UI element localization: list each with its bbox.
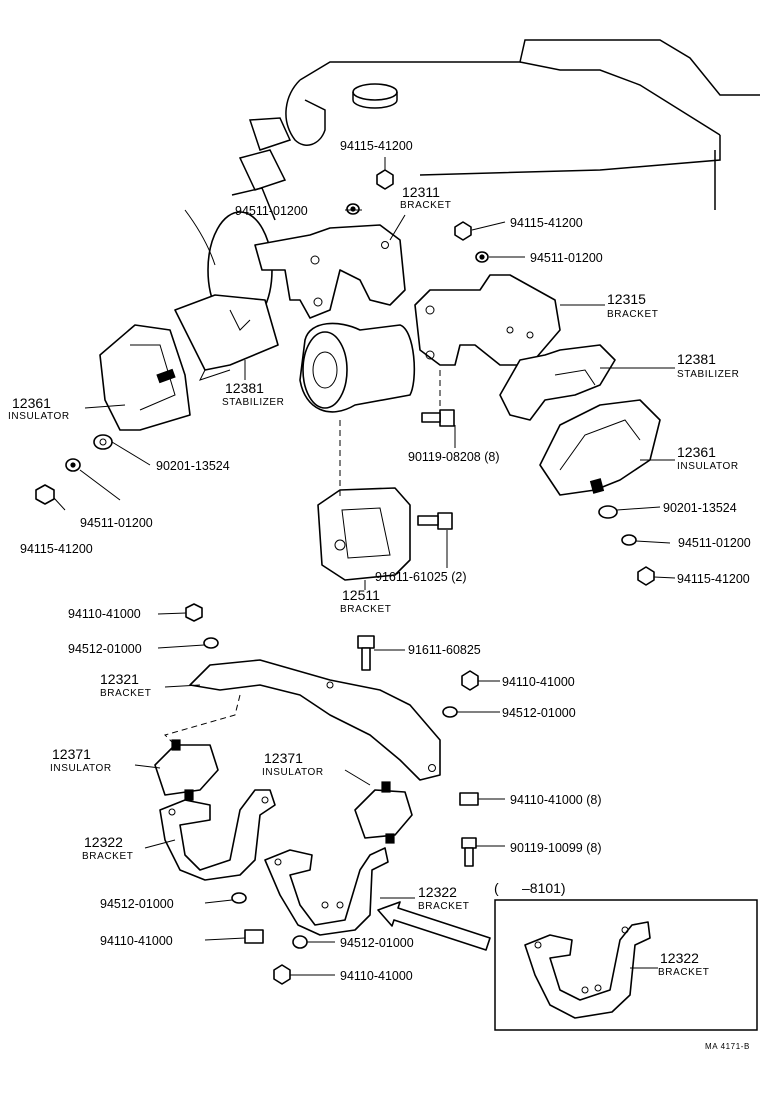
label-12321-name: BRACKET (100, 688, 151, 699)
label-94512-c: 94512-01000 (100, 897, 174, 911)
label-12511-name: BRACKET (340, 604, 391, 615)
label-94110-c: 94110-41000 (8) (510, 793, 602, 807)
label-94115-right2: 94115-41200 (677, 572, 750, 586)
bracket-12321-shape (189, 659, 441, 781)
bracket-12322-mid-shape (264, 847, 389, 936)
label-12371-right: 12371 (264, 750, 303, 766)
bracket-12511-shape (317, 487, 411, 581)
label-94110-d: 94110-41000 (100, 934, 173, 948)
label-90201-left: 90201-13524 (156, 459, 230, 473)
engine-block-outline (231, 39, 760, 221)
label-12322-left: 12322 (84, 834, 123, 850)
label-12381-right-name: STABILIZER (677, 369, 740, 380)
stabilizer-12381-left-shape (174, 294, 279, 381)
engine-mount-body-shape (299, 322, 416, 413)
label-12322-mid: 12322 (418, 884, 457, 900)
dashed-assembly-lines (164, 370, 441, 746)
label-12315: 12315 (607, 291, 646, 307)
label-12381-left-name: STABILIZER (222, 397, 285, 408)
stabilizer-12381-right-shape (499, 344, 616, 421)
label-12322-left-name: BRACKET (82, 851, 133, 862)
label-94511-top: 94511-01200 (235, 204, 308, 218)
label-94115-right: 94115-41200 (510, 216, 583, 230)
label-94110-a: 94110-41000 (68, 607, 141, 621)
insulator-12361-right-shape (539, 399, 661, 496)
label-94512-d: 94512-01000 (340, 936, 414, 950)
label-94512-a: 94512-01000 (68, 642, 142, 656)
label-12361-right: 12361 (677, 444, 716, 460)
label-90201-right: 90201-13524 (663, 501, 737, 515)
label-94511-left: 94511-01200 (80, 516, 153, 530)
label-12311: 12311 (402, 184, 440, 200)
insulator-12371-left-shape (154, 739, 219, 801)
label-94115-left: 94115-41200 (20, 542, 93, 556)
bracket-12315-shape (414, 274, 561, 366)
bracket-12311-shape (254, 224, 406, 319)
inset-box (494, 899, 758, 1031)
label-91611-61025: 91611-61025 (2) (375, 570, 467, 584)
label-90119-10099: 90119-10099 (8) (510, 841, 602, 855)
label-94110-b: 94110-41000 (502, 675, 575, 689)
hardware-shapes (35, 169, 655, 985)
label-91611-60825: 91611-60825 (408, 643, 481, 657)
label-12311-name: BRACKET (400, 200, 451, 211)
label-12371-left-name: INSULATOR (50, 763, 112, 774)
label-inset-12322-name: BRACKET (658, 967, 709, 978)
label-12371-right-name: INSULATOR (262, 767, 324, 778)
insulator-12361-left-shape (99, 324, 191, 431)
label-12321: 12321 (100, 671, 139, 687)
footer-code: MA 4171-B (705, 1042, 750, 1051)
label-94115-top: 94115-41200 (340, 139, 413, 153)
insulator-12371-right-shape (354, 781, 413, 844)
label-inset-range: ( –8101) (494, 880, 566, 896)
label-12315-name: BRACKET (607, 309, 658, 320)
label-12381-left: 12381 (225, 380, 264, 396)
label-94512-b: 94512-01000 (502, 706, 576, 720)
bracket-12322-left-shape (159, 789, 276, 881)
label-94511-right: 94511-01200 (530, 251, 603, 265)
part-number-labels: 94115-41200 12311 BRACKET 94511-01200 94… (8, 139, 751, 1051)
label-12322-mid-name: BRACKET (418, 901, 469, 912)
label-94110-e: 94110-41000 (340, 969, 413, 983)
label-12381-right: 12381 (677, 351, 716, 367)
label-12361-left-name: INSULATOR (8, 411, 70, 422)
label-12371-left: 12371 (52, 746, 91, 762)
inset-arrow (377, 901, 491, 951)
label-12511: 12511 (342, 587, 380, 603)
label-12361-left: 12361 (12, 395, 51, 411)
label-94511-right2: 94511-01200 (678, 536, 751, 550)
label-90119-08208: 90119-08208 (8) (408, 450, 500, 464)
leader-lines (53, 157, 676, 976)
label-12361-right-name: INSULATOR (677, 461, 739, 472)
label-inset-12322: 12322 (660, 950, 699, 966)
